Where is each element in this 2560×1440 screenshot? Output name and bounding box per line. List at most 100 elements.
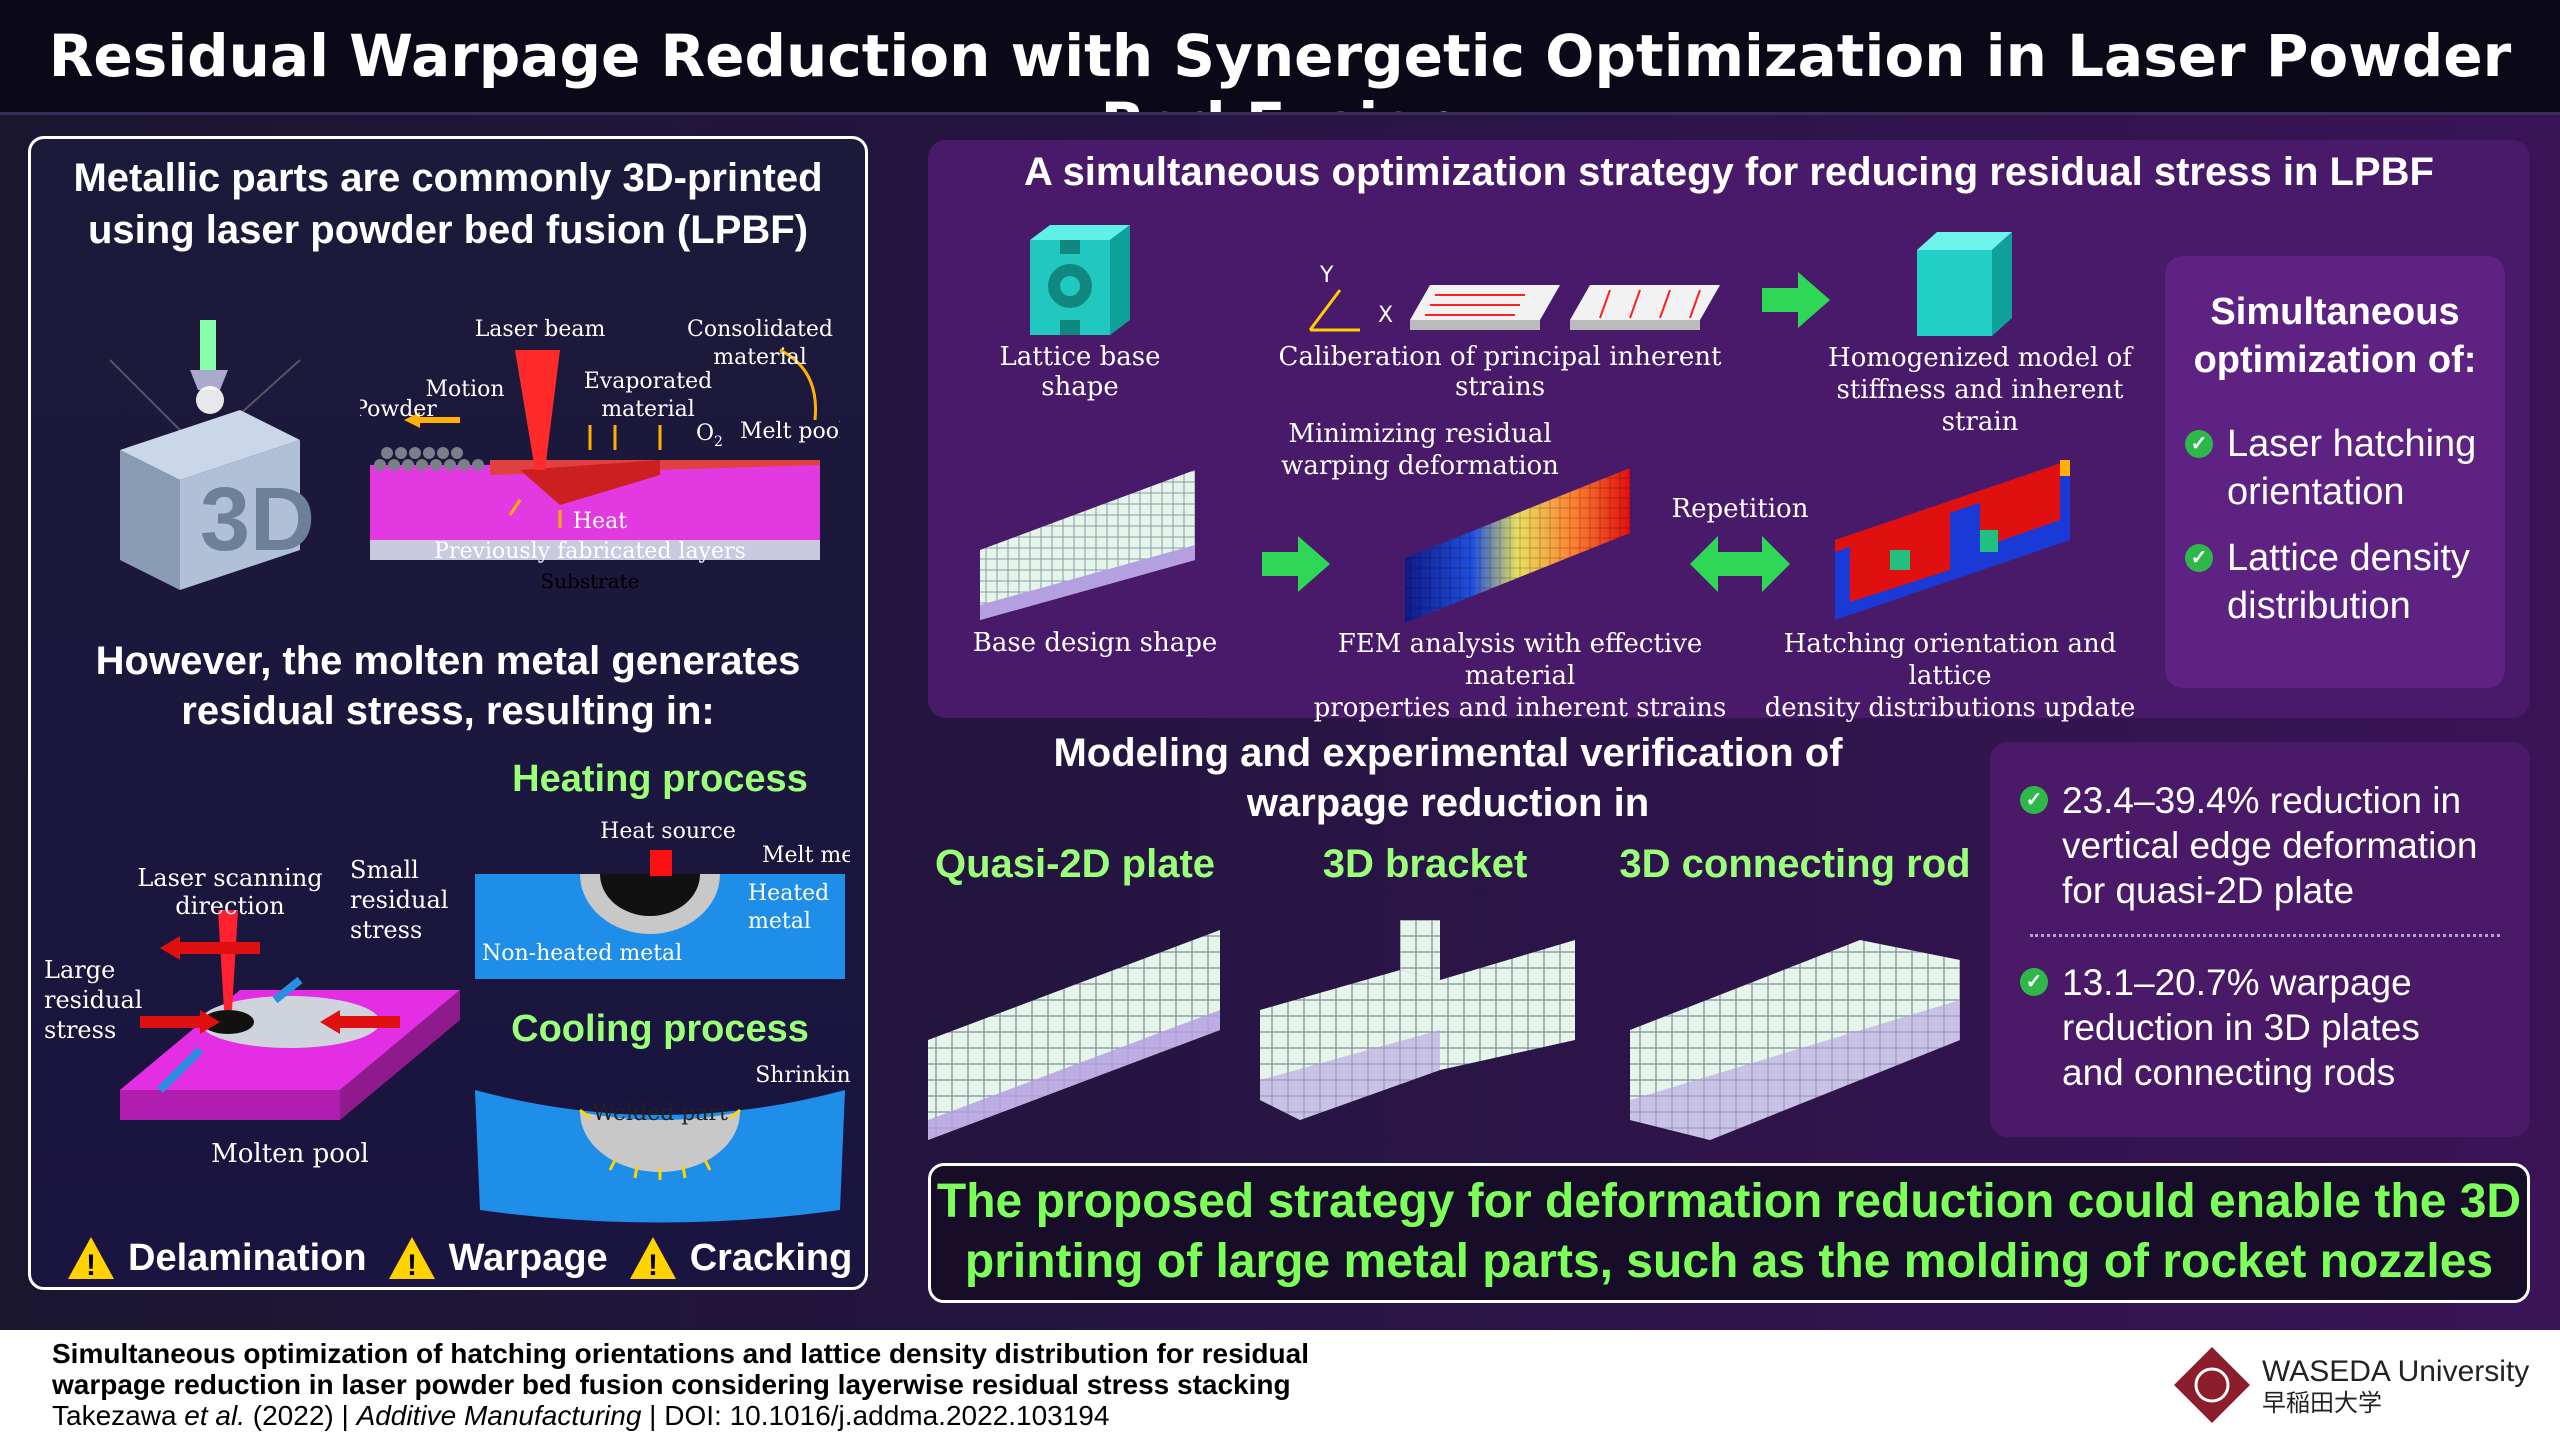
label-powder: Powder	[360, 397, 437, 422]
fem-label-2: properties and inherent strains	[1313, 693, 1727, 723]
repetition-label: Repetition	[1671, 494, 1809, 524]
printer-3d-label: 3D	[200, 470, 315, 570]
label-large-2: residual	[44, 986, 142, 1014]
label-shrinking: Shrinking	[755, 1063, 850, 1088]
warning-icon: !	[388, 1237, 435, 1281]
label-welded: Welded part	[592, 1101, 728, 1126]
simultaneous-item-1-line-1: Laser hatching	[2227, 423, 2477, 465]
label-laser-scan-2: direction	[175, 892, 284, 920]
warning-delamination: ! Delamination	[66, 1235, 367, 1281]
label-non-heated: Non-heated metal	[482, 941, 682, 966]
however-line-1: However, the molten metal generates	[95, 639, 801, 683]
svg-text:!: !	[407, 1249, 417, 1281]
warning-warpage: ! Warpage	[387, 1235, 608, 1281]
warning-icon: !	[629, 1237, 676, 1281]
label-substrate: Substrate	[540, 569, 639, 593]
simultaneous-box	[2165, 256, 2505, 688]
label-heated-1: Heated	[748, 881, 829, 906]
university-name-jp: 早稲田大学	[2262, 1390, 2382, 1417]
label-small-3: stress	[350, 916, 422, 944]
warning-label: Cracking	[689, 1236, 853, 1279]
label-heated-2: metal	[748, 909, 811, 934]
label-laser-beam: Laser beam	[475, 317, 606, 342]
lattice-shape	[1030, 225, 1130, 335]
model-label-plate: Quasi-2D plate	[934, 842, 1216, 886]
check-icon: ✓	[2185, 430, 2213, 458]
label-melt-metal: Melt metal	[762, 843, 850, 868]
fem-label-1: FEM analysis with effective material	[1337, 629, 1703, 691]
citation-doi[interactable]: | DOI: 10.1016/j.addma.2022.103194	[649, 1400, 1110, 1431]
cooling-diagram: Shrinking Welded part	[475, 1063, 850, 1223]
university-name: WASEDA University 早稲田大学	[2262, 1356, 2552, 1420]
modeling-title-1: Modeling and experimental verification o…	[1053, 731, 1843, 775]
citation-etal: et al.	[184, 1400, 245, 1431]
warning-label: Delamination	[128, 1236, 367, 1279]
hatching-shape	[1835, 460, 2070, 620]
footer	[0, 1330, 2560, 1440]
fem-label: FEM analysis with effective material pro…	[1290, 628, 1750, 724]
header-bar	[0, 0, 2560, 112]
strategy-title: A simultaneous optimization strategy for…	[1024, 150, 2434, 194]
label-evaporated-1: Evaporated	[584, 369, 713, 394]
base-design-shape	[980, 470, 1195, 620]
simultaneous-title-1: Simultaneous	[2210, 291, 2460, 333]
result-1-line-2: vertical edge deformation	[2062, 825, 2478, 866]
waseda-logo-icon	[2174, 1347, 2250, 1423]
fem-heatmap	[1405, 468, 1630, 623]
conclusion-text: The proposed strategy for deformation re…	[928, 1172, 2530, 1292]
label-laser-scan-1: Laser scanning	[137, 864, 322, 892]
intro-line-2: using laser powder bed fusion (LPBF)	[87, 208, 809, 252]
model-label-bracket: 3D bracket	[1322, 842, 1528, 886]
models-graphic	[928, 920, 1960, 1140]
however-line-2: residual stress, resulting in:	[181, 689, 715, 733]
result-1-line-1: 23.4–39.4% reduction in	[2062, 780, 2462, 821]
citation-year: (2022) |	[252, 1400, 349, 1431]
check-icon: ✓	[2020, 968, 2048, 996]
label-large-1: Large	[44, 956, 115, 984]
label-consolidated-2: material	[713, 345, 807, 370]
result-1-line-3: for quasi-2D plate	[2062, 870, 2355, 911]
label-heat: Heat	[573, 509, 627, 534]
minimizing-label-2: warping deformation	[1281, 451, 1559, 481]
svg-text:!: !	[86, 1249, 96, 1281]
arrow-right-icon	[1262, 536, 1330, 592]
citation-journal: Additive Manufacturing	[356, 1400, 642, 1431]
hatching-label-2: density distributions update	[1764, 693, 2136, 723]
minimizing-label: Minimizing residual warping deformation	[1270, 418, 1570, 482]
repetition-arrow-icon	[1690, 536, 1790, 592]
results-divider	[2030, 934, 2500, 937]
modeling-title-2: warpage reduction in	[1246, 781, 1650, 825]
cooling-title: Cooling process	[511, 1008, 809, 1050]
heating-title: Heating process	[512, 758, 808, 800]
label-heat-source: Heat source	[600, 819, 736, 844]
simultaneous-item-2-line-2: distribution	[2227, 585, 2411, 627]
result-2-line-1: 13.1–20.7% warpage	[2062, 962, 2412, 1003]
conclusion-line-1: The proposed strategy for deformation re…	[936, 1175, 2522, 1228]
label-o2: O2	[696, 421, 723, 450]
conclusion-line-2: printing of large metal parts, such as t…	[964, 1235, 2494, 1288]
results-box	[1990, 742, 2530, 1137]
label-prev-layers: Previously fabricated layers	[434, 539, 746, 564]
homogenized-label-1: Homogenized model of	[1828, 343, 2132, 373]
hatching-label: Hatching orientation and lattice density…	[1760, 628, 2140, 724]
axis-x-label: X	[1378, 303, 1393, 328]
base-design-label: Base design shape	[972, 628, 1218, 658]
paper-title-2: warpage reduction in laser powder bed fu…	[52, 1369, 1291, 1400]
label-motion: Motion	[425, 377, 504, 402]
warning-cracking: ! Cracking	[628, 1235, 853, 1281]
simultaneous-item-2-line-1: Lattice density	[2227, 537, 2470, 579]
axis-y-label: Y	[1319, 263, 1334, 288]
label-evaporated-2: material	[601, 397, 695, 422]
lpbf-diagram: Laser beam Consolidated material Motion …	[360, 317, 840, 593]
minimizing-label-1: Minimizing residual	[1288, 419, 1552, 449]
model-label-rod: 3D connecting rod	[1619, 842, 1971, 886]
label-small-1: Small	[350, 856, 419, 884]
calibration-graphic: Y X	[1308, 263, 1720, 332]
label-small-2: residual	[350, 886, 448, 914]
warning-icon: !	[68, 1237, 114, 1281]
label-molten-pool: Molten pool	[211, 1139, 369, 1169]
